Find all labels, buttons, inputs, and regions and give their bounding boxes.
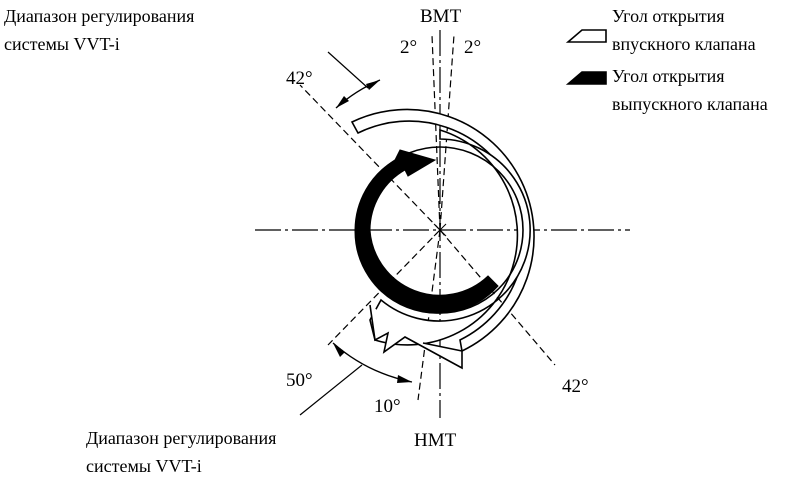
exhaust-valve-band	[354, 149, 499, 314]
legend-exhaust-icon	[565, 71, 607, 85]
vvt-top-arrowhead-left	[336, 96, 349, 108]
angle-intake-retard-label: 50°	[286, 370, 313, 391]
vvt-top-leader	[327, 51, 369, 89]
vvt-range-bottom-line1: Диапазон регулирования	[86, 428, 276, 448]
vvt-range-bottom-line2: системы VVT-i	[86, 456, 202, 476]
angle-intake-advance-label: 42°	[286, 68, 313, 89]
tdc-2-left-line	[431, 34, 441, 231]
bdc-label: НМТ	[414, 430, 457, 451]
legend-intake-line2: впускного клапана	[612, 34, 756, 54]
vvt-bottom-leader	[299, 364, 363, 416]
intake-band-arrowhead	[369, 304, 463, 370]
legend-intake-icon	[565, 29, 607, 43]
vvt-range-top-line1: Диапазон регулирования	[4, 6, 194, 26]
legend-exhaust-line2: выпускного клапана	[612, 94, 768, 114]
angle-tdc-right-label: 2°	[464, 37, 481, 58]
bdc-10-line	[417, 229, 441, 401]
legend-exhaust-line1: Угол открытия	[612, 66, 725, 86]
angle-tdc-left-label: 2°	[400, 37, 417, 58]
vvt-bottom-arrowhead-left	[333, 343, 345, 357]
vvt-range-top-line2: системы VVT-i	[4, 34, 120, 54]
inner-circle	[356, 146, 524, 314]
intake-advance-line	[299, 84, 441, 231]
angle-bdc-label: 10°	[374, 396, 401, 417]
tdc-label: ВМТ	[420, 6, 462, 27]
vvt-bottom-arrowhead-right	[397, 375, 412, 383]
angle-exhaust-close-label: 42°	[562, 376, 589, 397]
center-mark-2	[433, 223, 447, 237]
vvt-top-arrowhead-right	[366, 80, 380, 90]
legend-intake-line1: Угол открытия	[612, 6, 725, 26]
